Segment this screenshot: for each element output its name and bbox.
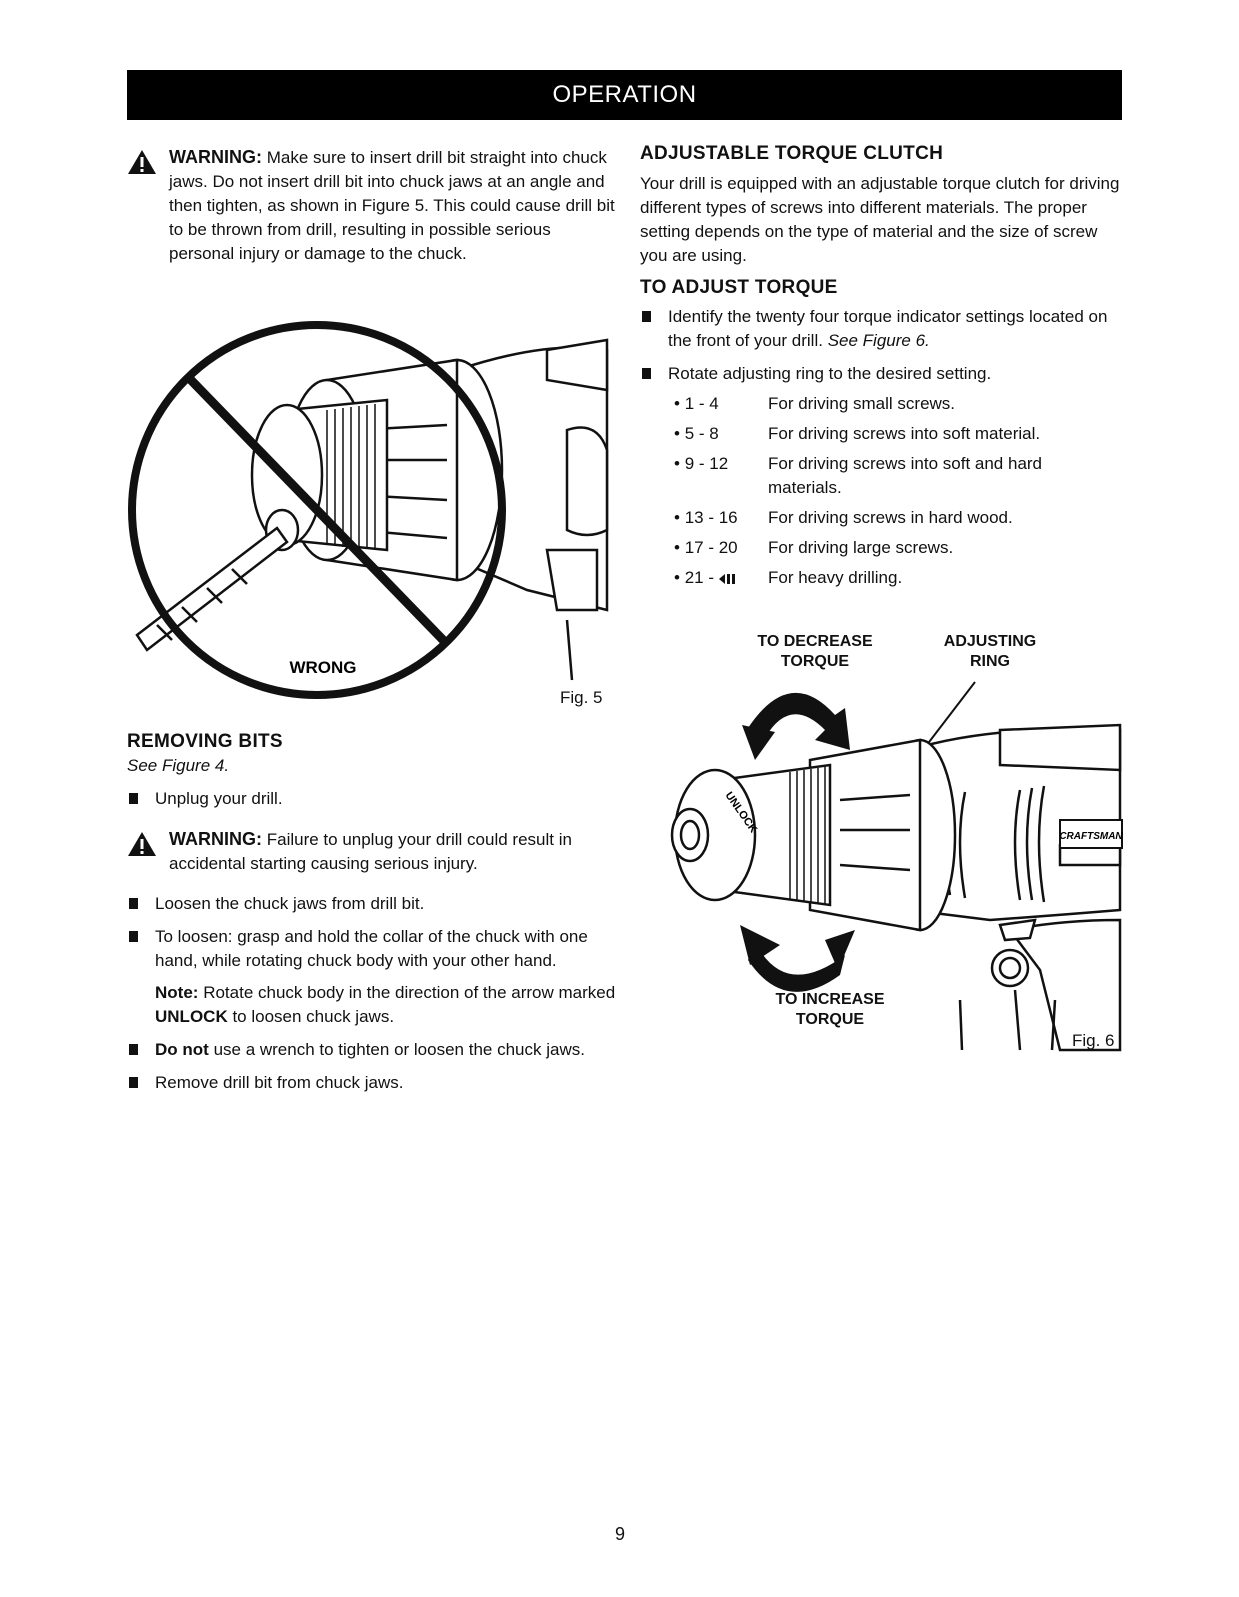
setting-range: • 13 - 16 <box>674 508 738 527</box>
bullet-rotate: Rotate adjusting ring to the desired set… <box>640 362 1120 386</box>
setting-desc: For driving large screws. <box>768 538 954 557</box>
removing-bits-heading: REMOVING BITS <box>127 731 283 752</box>
bullet-unplug: Unplug your drill. <box>127 787 617 811</box>
page-number: 9 <box>614 1524 625 1544</box>
bullet-text: Rotate adjusting ring to the desired set… <box>668 364 992 383</box>
setting-desc: For heavy drilling. <box>768 568 903 587</box>
setting-desc: For driving screws into soft and hard ma… <box>768 454 1043 497</box>
warning-text: Failure to unplug your drill could resul… <box>169 830 572 873</box>
setting-row: • 17 - 20 For driving large screws. <box>640 536 1120 560</box>
bullet-text: Remove drill bit from chuck jaws. <box>155 1073 404 1092</box>
bullet-identify: Identify the twenty four torque indicato… <box>640 305 1120 353</box>
note-label: Note: <box>155 983 199 1002</box>
warning-label: WARNING: <box>169 829 262 849</box>
note-unlock: Note: Rotate chuck body in the direction… <box>127 981 617 1029</box>
see-figure-4: See Figure 4. <box>127 756 230 775</box>
section-title: OPERATION <box>552 81 697 108</box>
removing-bits-section: REMOVING BITS See Figure 4. Unplug your … <box>127 730 617 1095</box>
warning-label: WARNING: <box>169 147 262 167</box>
clutch-text: Your drill is equipped with an adjustabl… <box>640 174 1120 265</box>
warning-unplug: WARNING: Failure to unplug your drill co… <box>127 827 617 876</box>
do-not-bold: Do not <box>155 1040 209 1059</box>
bullet-text: To loosen: grasp and hold the collar of … <box>155 927 588 970</box>
setting-range: • 17 - 20 <box>674 538 738 557</box>
warning-triangle-icon <box>128 150 156 174</box>
note-unlock-bold: UNLOCK <box>155 1007 228 1026</box>
bullet-do-not: Do not use a wrench to tighten or loosen… <box>127 1038 617 1062</box>
setting-row: • 13 - 16 For driving screws in hard woo… <box>640 506 1120 530</box>
bullet-loosen: Loosen the chuck jaws from drill bit. <box>127 892 617 916</box>
increase-torque-caption: TO INCREASE TORQUE <box>775 991 885 1028</box>
note-text-2: to loosen chuck jaws. <box>232 1007 395 1026</box>
warning-triangle-icon <box>128 832 156 856</box>
adjust-torque-heading: TO ADJUST TORQUE <box>640 277 838 298</box>
section-header-bar: OPERATION <box>127 70 1122 120</box>
bullet-text: Identify the twenty four torque indicato… <box>668 307 1108 350</box>
note-text-1: Rotate chuck body in the direction of th… <box>203 983 616 1002</box>
bullet-to-loosen: To loosen: grasp and hold the collar of … <box>127 925 617 973</box>
left-column: WARNING: Make sure to insert drill bit s… <box>127 145 617 266</box>
setting-range: • 5 - 8 <box>674 424 719 443</box>
setting-row: • 5 - 8 For driving screws into soft mat… <box>640 422 1120 446</box>
see-figure-6: See Figure 6. <box>827 331 930 350</box>
bullet-text: Unplug your drill. <box>155 789 283 808</box>
bullet-text: use a wrench to tighten or loosen the ch… <box>213 1040 585 1059</box>
drill-symbol-icon <box>718 573 735 584</box>
setting-desc: For driving screws into soft material. <box>768 424 1041 443</box>
right-column: ADJUSTABLE TORQUE CLUTCH Your drill is e… <box>640 142 1120 590</box>
setting-row: • 21 - For heavy drilling. <box>640 566 1120 590</box>
setting-desc: For driving small screws. <box>768 394 956 413</box>
setting-range: • 1 - 4 <box>674 394 719 413</box>
fig6-label: Fig. 6 <box>1072 1031 1115 1050</box>
warning-insert-bit: WARNING: Make sure to insert drill bit s… <box>127 145 617 266</box>
figure-6-drill-torque: CRAFTSMAN UNLOCK <box>670 681 1123 1052</box>
brand-label: CRAFTSMAN <box>1059 831 1123 842</box>
wrong-label: WRONG <box>289 658 356 677</box>
adjusting-ring-caption: ADJUSTING RING <box>943 633 1037 670</box>
setting-desc: For driving screws in hard wood. <box>768 508 1013 527</box>
bullet-remove: Remove drill bit from chuck jaws. <box>127 1071 617 1095</box>
torque-settings-list: • 1 - 4 For driving small screws. • 5 - … <box>640 392 1120 590</box>
decrease-torque-caption: TO DECREASE TORQUE <box>757 633 873 670</box>
fig5-label: Fig. 5 <box>560 688 603 707</box>
setting-row: • 9 - 12 For driving screws into soft an… <box>640 452 1120 500</box>
setting-range: • 21 - <box>640 566 768 590</box>
figure-5-drill-wrong: WRONG <box>128 321 609 699</box>
setting-range: • 9 - 12 <box>674 454 729 473</box>
bullet-text: Loosen the chuck jaws from drill bit. <box>155 894 425 913</box>
setting-row: • 1 - 4 For driving small screws. <box>640 392 1120 416</box>
clutch-heading: ADJUSTABLE TORQUE CLUTCH <box>640 143 944 164</box>
warning-text: Make sure to insert drill bit straight i… <box>169 148 615 263</box>
